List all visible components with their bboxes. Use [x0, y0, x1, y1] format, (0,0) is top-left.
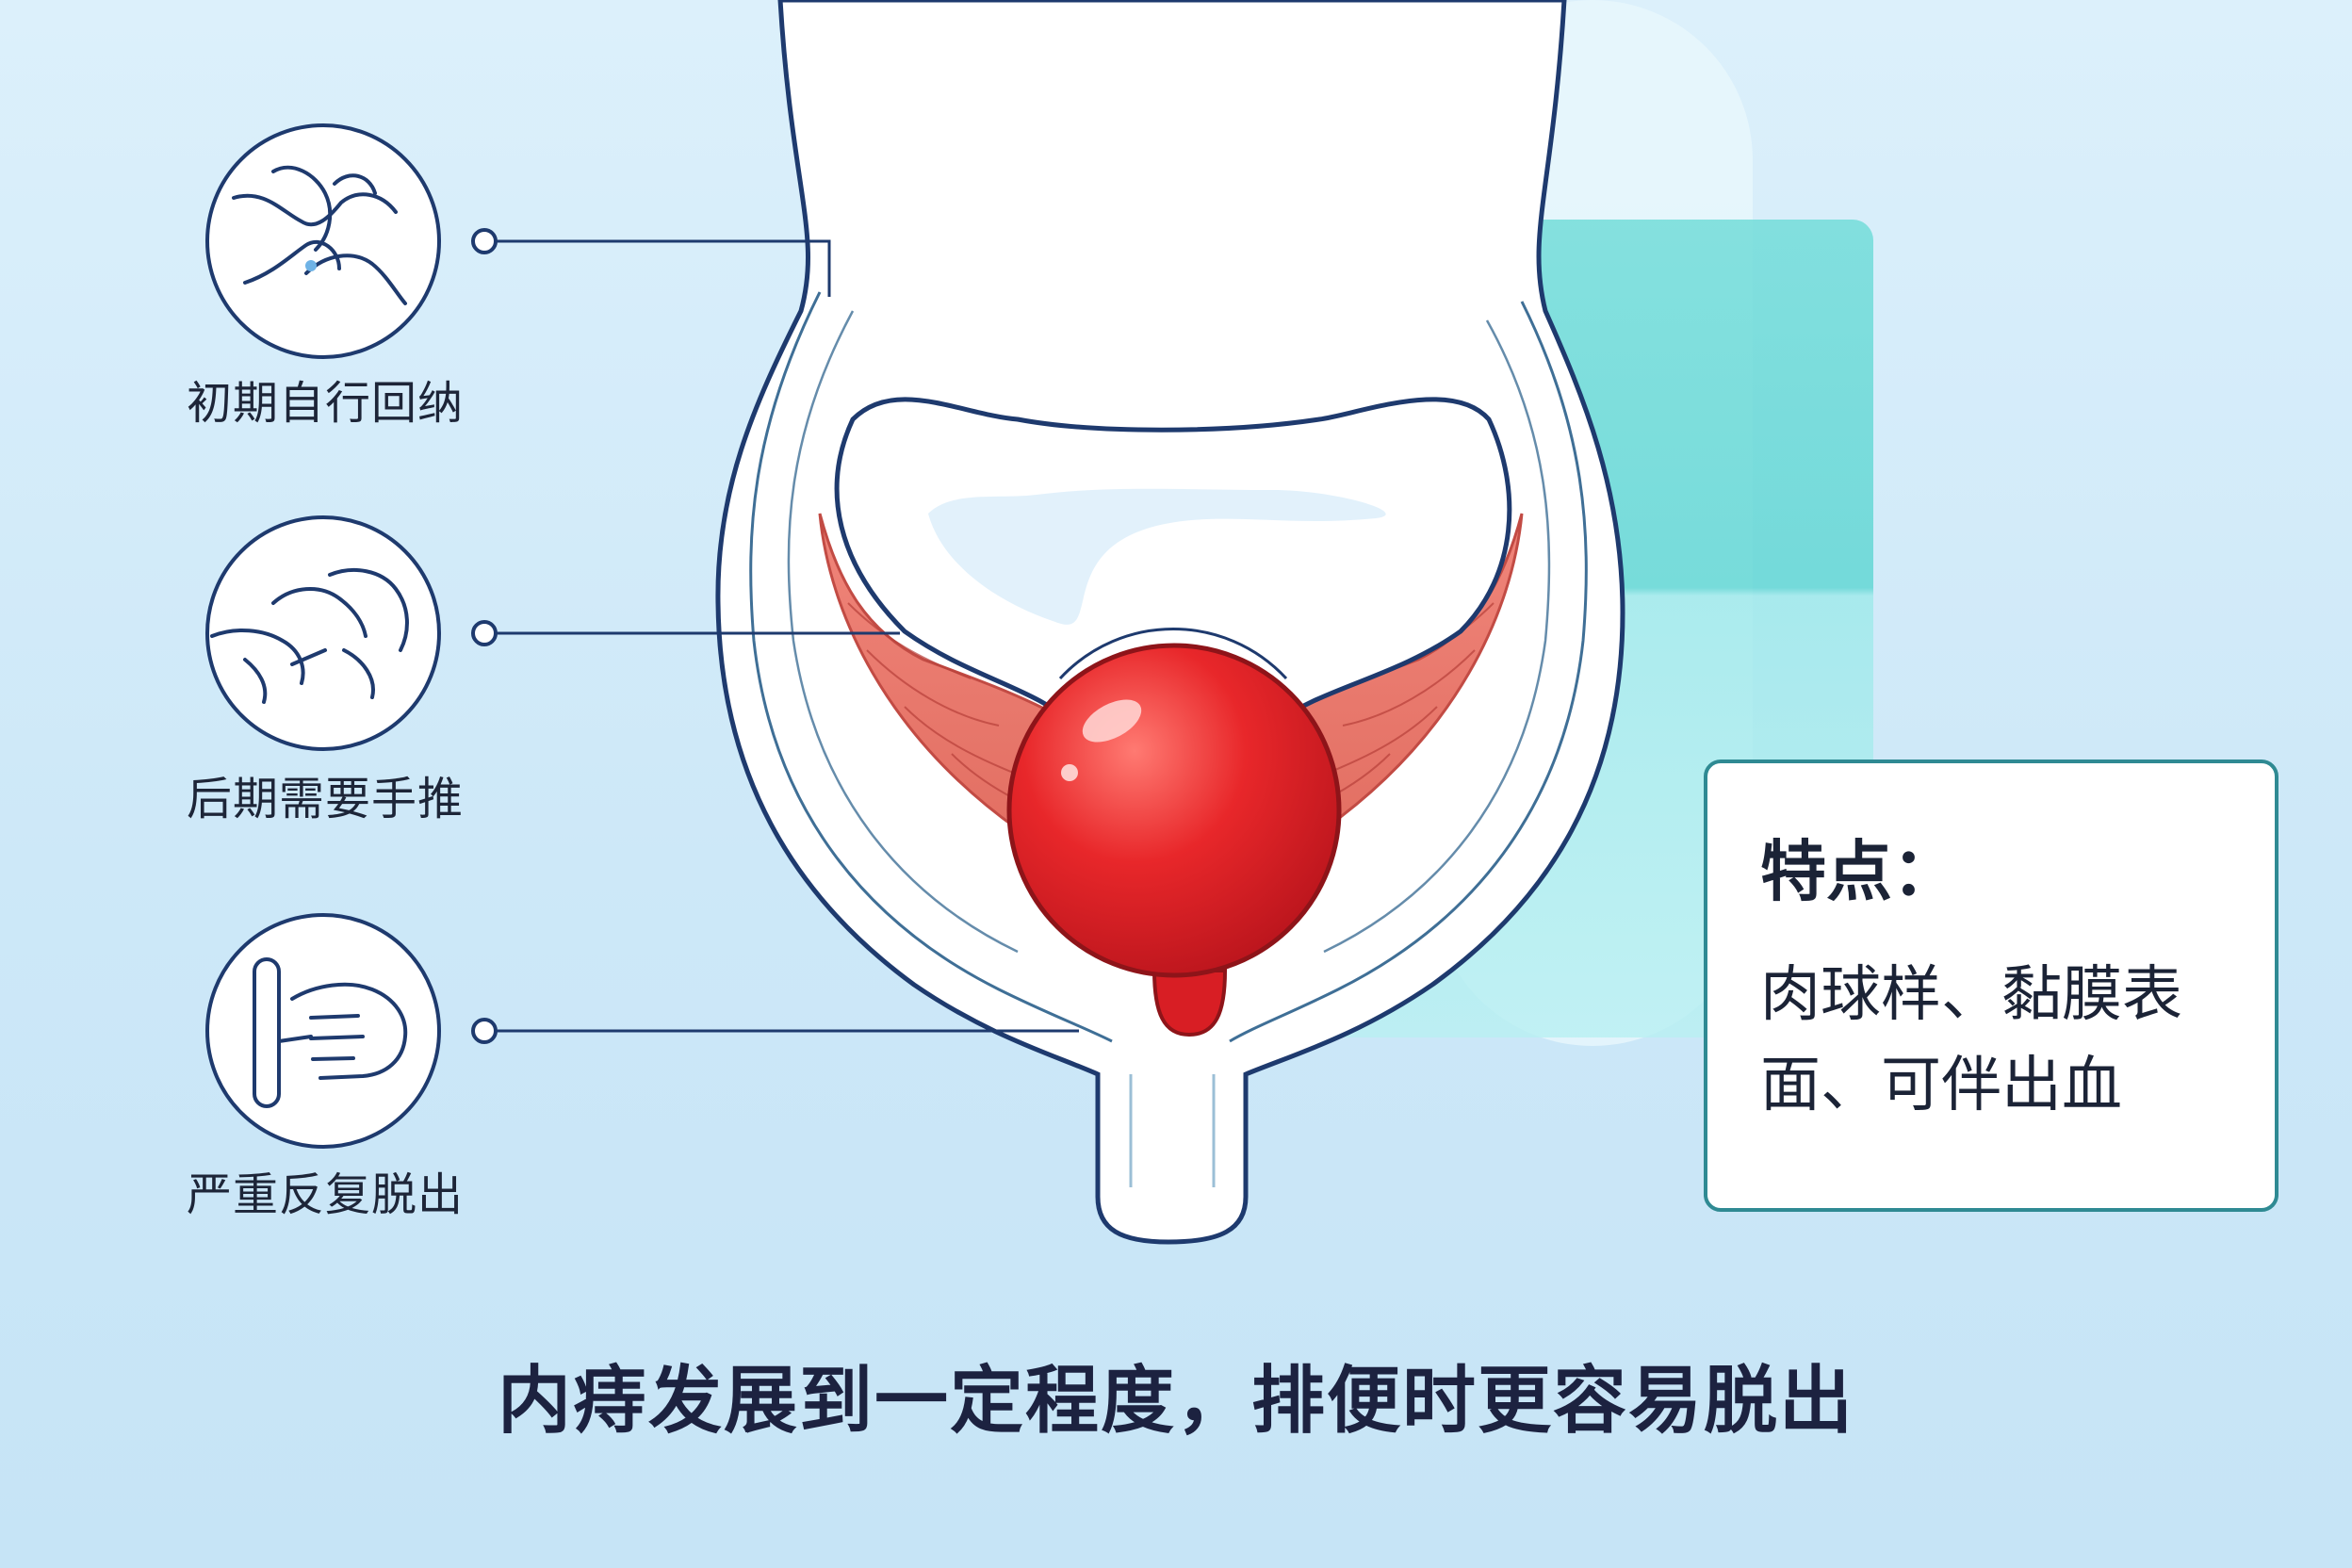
feature-box: 特点： 肉球样、黏膜表面、可伴出血 — [1704, 760, 2278, 1212]
hands-pushing-icon — [205, 515, 441, 751]
hands-pressing-icon — [205, 123, 441, 359]
diagram-caption: 内痔发展到一定程度，排便时更容易脱出 — [497, 1359, 1854, 1444]
connector-lines — [471, 228, 1079, 1044]
stage-label-later: 后期需要手推 — [186, 773, 464, 825]
hand-with-support-icon — [205, 913, 441, 1149]
rectal-cavity — [834, 397, 1512, 749]
connector-dot-3 — [471, 1018, 498, 1044]
hemorrhoid-ball — [1006, 643, 1342, 1037]
stage-label-severe: 严重反复脱出 — [186, 1168, 464, 1221]
connector-line-1 — [496, 239, 831, 297]
stage-label-early: 初期自行回纳 — [186, 377, 464, 430]
rectum-inner-line-right — [1229, 301, 1588, 1043]
connector-dot-2 — [471, 620, 498, 646]
rectum-illustration — [715, 0, 1625, 1245]
feature-title: 特点： — [1760, 833, 1958, 910]
feature-description: 肉球样、黏膜表面、可伴出血 — [1760, 960, 2182, 1120]
connector-dot-1 — [471, 228, 498, 254]
rectum-inner-line-right-2 — [1323, 319, 1551, 954]
rectal-cavity-shadow — [928, 488, 1386, 625]
rectum-inner-line-left — [749, 291, 1113, 1043]
rectum-inner-line-left-2 — [787, 310, 1019, 954]
